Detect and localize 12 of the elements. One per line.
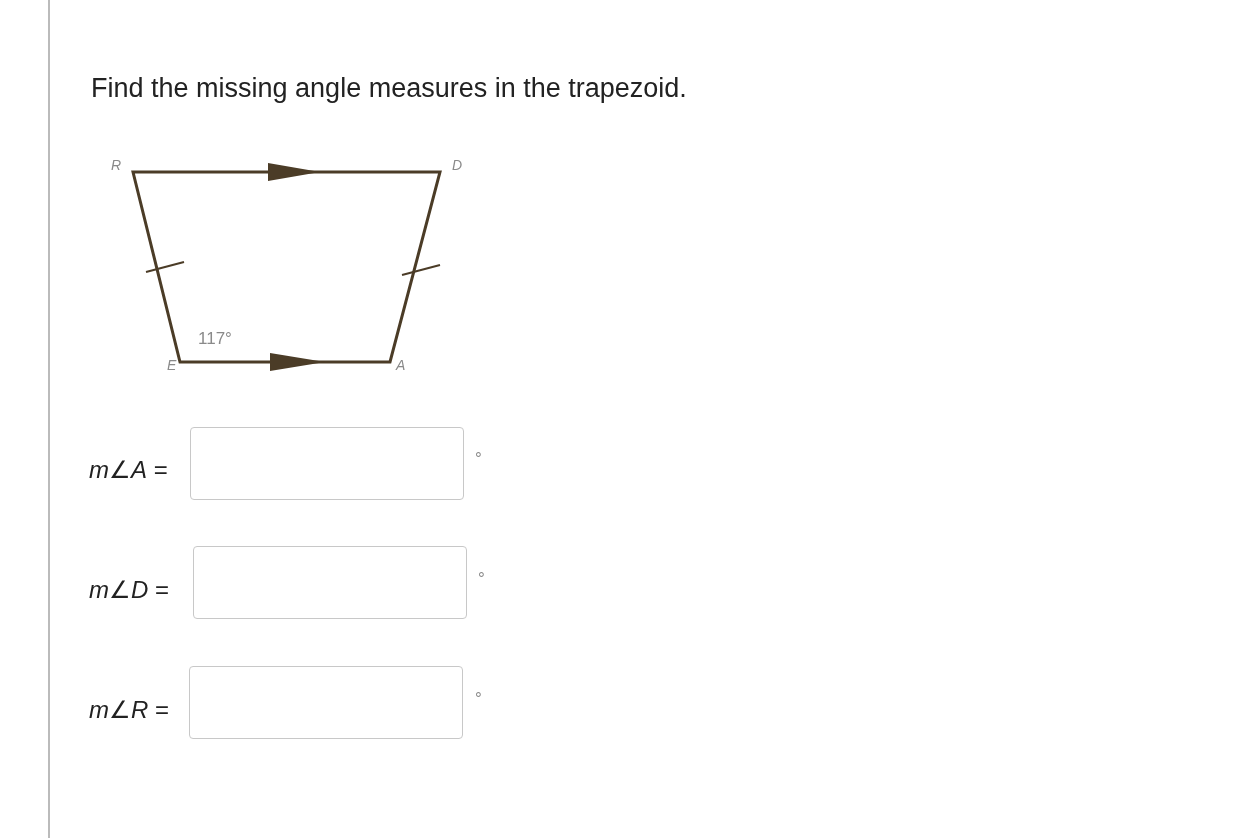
degree-unit: ° — [475, 690, 482, 707]
angle-prompt: m∠R = — [89, 698, 170, 722]
vertex-label: R — [111, 158, 122, 172]
vertex-label: A — [396, 358, 406, 372]
vertex-label: E — [167, 358, 177, 372]
angle-prompt: m∠A = — [89, 458, 168, 482]
vertex-label: D — [452, 158, 463, 172]
degree-unit: ° — [475, 450, 482, 467]
question-text: Find the missing angle measures in the trapezoid. — [91, 75, 687, 102]
degree-unit: ° — [478, 570, 485, 587]
angle-prompt: m∠D = — [89, 578, 170, 602]
angle-label: 117° — [198, 330, 232, 347]
